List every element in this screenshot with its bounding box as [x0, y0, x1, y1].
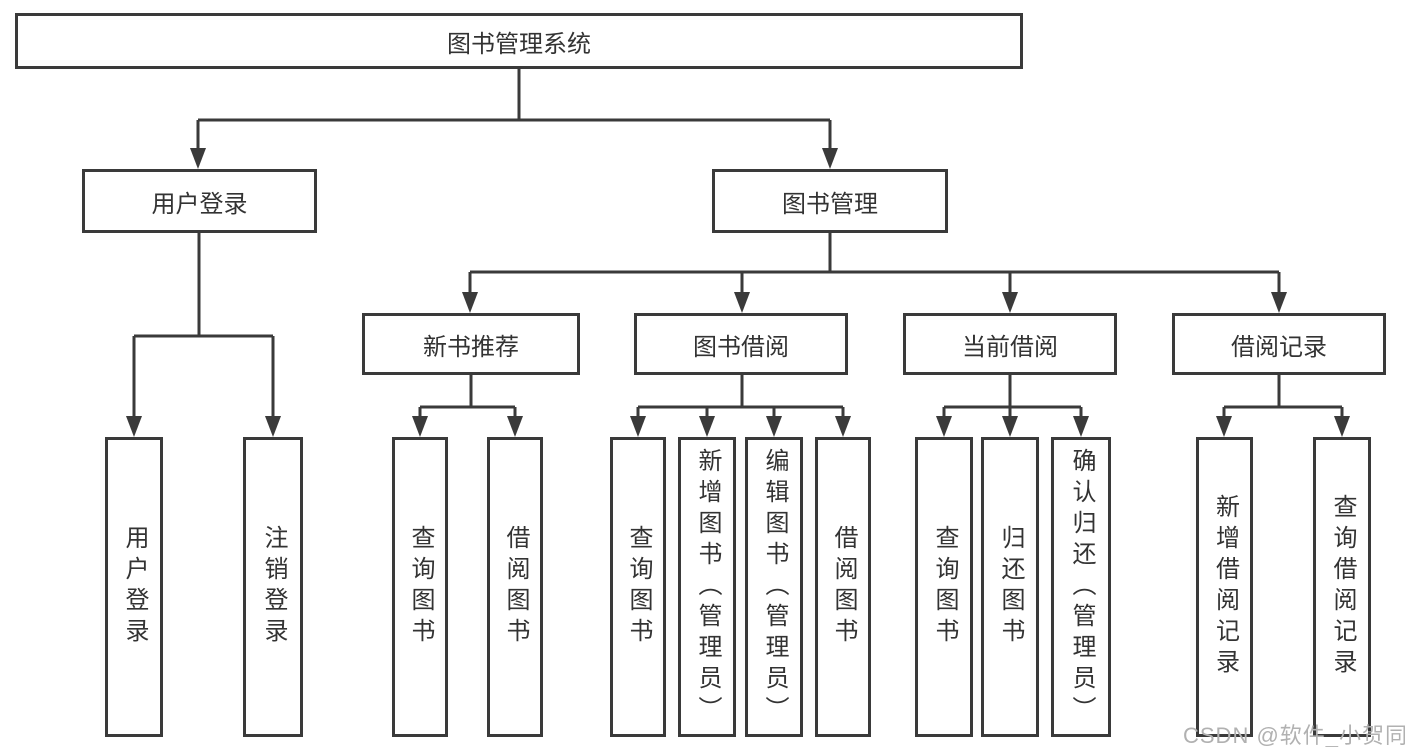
arrowhead-icon: [699, 416, 715, 437]
node-library-management-system-label: 图书管理系统: [447, 30, 591, 58]
connector-root-split: [196, 69, 832, 150]
leaf-query-books-2: 查询图书: [610, 437, 666, 737]
leaf-query-books-1-label: 查询图书: [407, 525, 434, 649]
node-book-borrow: 图书借阅: [634, 313, 848, 375]
leaf-borrow-books-1: 借阅图书: [487, 437, 543, 737]
leaf-return-book-label: 归还图书: [997, 525, 1024, 649]
node-new-book-recommend-label: 新书推荐: [423, 333, 519, 361]
arrowhead-icon: [630, 416, 646, 437]
leaf-query-books-2-label: 查询图书: [625, 525, 652, 649]
node-book-management-label: 图书管理: [782, 190, 878, 218]
csdn-watermark: CSDN @软件_小贺同学: [1183, 723, 1405, 747]
leaf-query-books-3-label: 查询图书: [931, 525, 958, 649]
leaf-return-book: 归还图书: [981, 437, 1039, 737]
arrowhead-group: [126, 148, 1350, 437]
connector-current-borrow-split: [942, 375, 1083, 418]
connector-book-borrow-split: [636, 375, 845, 418]
connector-book-management-split: [468, 233, 1281, 294]
connector-user-login-split: [132, 233, 275, 418]
arrowhead-icon: [1216, 416, 1232, 437]
leaf-confirm-return-admin: 确认归还（管理员）: [1051, 437, 1111, 737]
leaf-borrow-books-2: 借阅图书: [815, 437, 871, 737]
leaf-query-borrow-record: 查询借阅记录: [1313, 437, 1371, 737]
leaf-edit-book-admin-label: 编辑图书（管理员）: [761, 447, 788, 727]
leaf-query-books-3: 查询图书: [915, 437, 973, 737]
arrowhead-icon: [1002, 292, 1018, 313]
connector-new-book-split: [418, 375, 517, 418]
leaf-logout: 注销登录: [243, 437, 303, 737]
arrowhead-icon: [412, 416, 428, 437]
arrowhead-icon: [1271, 292, 1287, 313]
leaf-add-book-admin: 新增图书（管理员）: [678, 437, 736, 737]
arrowhead-icon: [766, 416, 782, 437]
leaf-add-borrow-record-label: 新增借阅记录: [1211, 494, 1239, 680]
arrowhead-icon: [936, 416, 952, 437]
arrowhead-icon: [190, 148, 206, 169]
node-borrow-records-label: 借阅记录: [1231, 333, 1327, 361]
leaf-user-login-label: 用户登录: [121, 525, 148, 649]
arrowhead-icon: [822, 148, 838, 169]
node-current-borrow-label: 当前借阅: [962, 333, 1058, 361]
node-book-management: 图书管理: [712, 169, 948, 233]
leaf-query-books-1: 查询图书: [392, 437, 448, 737]
arrowhead-icon: [835, 416, 851, 437]
arrowhead-icon: [462, 292, 478, 313]
node-library-management-system: 图书管理系统: [15, 13, 1023, 69]
leaf-edit-book-admin: 编辑图书（管理员）: [745, 437, 803, 737]
arrowhead-icon: [1334, 416, 1350, 437]
arrowhead-icon: [734, 292, 750, 313]
leaf-borrow-books-2-label: 借阅图书: [830, 525, 857, 649]
arrowhead-icon: [1002, 416, 1018, 437]
leaf-add-book-admin-label: 新增图书（管理员）: [694, 447, 721, 727]
node-new-book-recommend: 新书推荐: [362, 313, 580, 375]
arrowhead-icon: [507, 416, 523, 437]
connector-paths: [132, 69, 1344, 418]
leaf-borrow-books-1-label: 借阅图书: [502, 525, 529, 649]
node-book-borrow-label: 图书借阅: [693, 333, 789, 361]
arrowhead-icon: [126, 416, 142, 437]
node-current-borrow: 当前借阅: [903, 313, 1117, 375]
node-user-login: 用户登录: [82, 169, 317, 233]
leaf-add-borrow-record: 新增借阅记录: [1196, 437, 1253, 737]
node-borrow-records: 借阅记录: [1172, 313, 1386, 375]
arrowhead-icon: [265, 416, 281, 437]
node-user-login-label: 用户登录: [151, 190, 248, 218]
leaf-query-borrow-record-label: 查询借阅记录: [1329, 494, 1356, 680]
leaf-logout-label: 注销登录: [260, 525, 287, 649]
leaf-confirm-return-admin-label: 确认归还（管理员）: [1068, 447, 1095, 727]
connector-borrow-record-split: [1222, 375, 1344, 418]
leaf-user-login: 用户登录: [105, 437, 163, 737]
arrowhead-icon: [1073, 416, 1089, 437]
